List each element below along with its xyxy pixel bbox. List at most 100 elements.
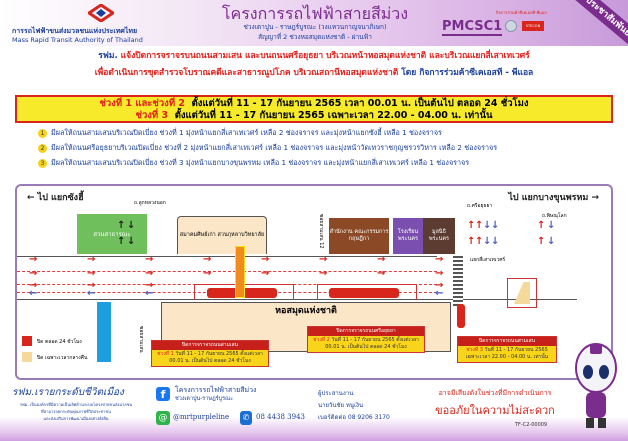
agency-name-en: Mass Rapid Transit Authority of Thailand (12, 36, 143, 44)
vision-text: รฟม. เป็นองค์กรที่มีความเป็นเลิศด้านระบบ… (2, 401, 150, 422)
closure-zone-night (507, 278, 537, 308)
road-edge-top (17, 256, 437, 257)
coordinator: ผู้ประสานงานนายวันชัย หนูเงินเบอร์ติดต่อ… (318, 388, 390, 424)
callout-title: ปิดการจราจรถนนสามเสน (458, 337, 556, 346)
vision-line: รฟม. เป็นองค์กรที่มีความเป็นเลิศด้านระบบ… (19, 402, 133, 407)
traffic-arrow-icon: ↓ (127, 236, 136, 247)
agency-name-th: การรถไฟฟ้าขนส่งมวลชนแห่งประเทศไทย (12, 27, 138, 35)
stecon-logo: STECON (522, 21, 544, 31)
soi12-label: ซอยสามเสน 12 (318, 214, 324, 249)
project-title: โครงการรถไฟฟ้าสายสีม่วง (221, 4, 409, 23)
callout-title: ปิดการจราจรถนนสามเสน (152, 341, 268, 350)
facebook-page-sub: ช่วงเตาปูน-ราษฎร์บูรณะ (175, 396, 234, 402)
traffic-arrow-icon: → (145, 280, 154, 291)
traffic-arrow-icon: → (29, 280, 38, 291)
foundation-building: มูลนิธิ พระนคร (423, 218, 455, 254)
facebook-page[interactable]: โครงการรถไฟฟ้าสายสีม่วง (175, 386, 257, 394)
legend-label-24h: ปิด ตลอด 24 ชั่วโมง (37, 339, 82, 345)
traffic-arrow-icon: → (145, 268, 154, 279)
road-label-phit: ถ.พิษณุโลก (542, 213, 567, 219)
traffic-arrow-icon: → (261, 254, 270, 265)
traffic-map: ← ไป แยกซังฮี้ ไป แยกบางขุนพรหม → สวนสาธ… (15, 184, 613, 380)
schedule-text: ตั้งแต่วันที่ 11 - 17 กันยายน 2565 เวลา … (191, 98, 529, 109)
traffic-arrow-icon: ↑ (475, 236, 484, 247)
traffic-arrow-icon: ↑ (537, 236, 546, 247)
closure-area-2 (329, 288, 399, 298)
road-label-sri: ถ.ศรีอยุธยา (467, 203, 493, 209)
callout-title: ปิดการจราจรถนนศรีอยุธยา (308, 327, 424, 336)
mascot-icon (572, 340, 620, 432)
traffic-arrow-icon: ← (145, 288, 154, 299)
callout-segment-2: ปิดการจราจรถนนศรีอยุธยาช่วงที่ 2 วันที่ … (307, 326, 425, 353)
headline-text1: แจ้งปิดการจราจรบนถนนสามเสน และบนถนนศรีอย… (120, 51, 530, 61)
direction-left: ← ไป แยกซังฮี้ (27, 193, 84, 203)
traffic-arrow-icon: → (87, 280, 96, 291)
station-box (235, 246, 245, 298)
headline-line2: เพื่อดำเนินการขุดสำรวจโบราณคดีและสาธารณู… (0, 65, 628, 79)
park-block: สวนสาธารณะ (77, 214, 147, 254)
schedule-label: ช่วงที่ 1 และช่วงที่ 2 (99, 98, 185, 109)
line-icon: @ (156, 411, 170, 425)
coordinator-name: นายวันชัย หนูเงิน (318, 402, 364, 409)
traffic-arrow-icon: → (29, 268, 38, 279)
schedule-label: ช่วงที่ 3 (135, 110, 169, 121)
legend-label-night: ปิด เฉพาะเวลากลางคืน (37, 355, 88, 361)
note-text: มีผลให้ถนนสามเสนบริเวณปิดเบี่ยง ช่วงที่ … (51, 128, 442, 137)
callout-text: วันที่ 11 - 17 กันยายน 2565 เฉพาะเวลา 22… (465, 347, 549, 360)
soi-left-label: ซอยสามเสน (138, 326, 144, 353)
traffic-arrow-icon: ↑ (467, 236, 476, 247)
legend-swatch-24h (22, 336, 32, 346)
callout-text: วันที่ 11 - 17 กันยายน 2565 ตั้งแต่เวลา … (325, 337, 419, 350)
alumni-building: สมาคมศิษย์เก่า สวนกุหลาบวิทยาลัย (177, 216, 267, 254)
traffic-arrow-icon: → (319, 268, 328, 279)
headline-prefix: รฟม. (98, 51, 118, 61)
note-number: 2 (38, 144, 47, 153)
traffic-arrow-icon: ↓ (483, 236, 492, 247)
office-building: สำนักงาน คณะกรรมการ กฤษฎีกา (329, 218, 389, 254)
traffic-arrow-icon: → (377, 254, 386, 265)
schedule-row-2: ช่วงที่ 3 ตั้งแต่วันที่ 11 - 17 กันยายน … (17, 110, 611, 122)
road-label-luk: ถ.ลูกหลวงนอก (134, 200, 166, 206)
traffic-arrow-icon: ← (87, 288, 96, 299)
junction-label: แยกสี่เสาเทเวศร์ (470, 257, 506, 263)
callout-seg: ช่วงที่ 1 (157, 351, 174, 357)
noise-warning: อาจมีเสียงดังในช่วงที่มีการดำเนินการ (438, 389, 552, 397)
traffic-arrow-icon: ← (29, 288, 38, 299)
traffic-arrow-icon: → (261, 268, 270, 279)
road-edge-bottom (17, 299, 577, 300)
traffic-arrow-icon: → (87, 268, 96, 279)
line-id[interactable]: @mrtpurpleline (173, 413, 230, 421)
document-code: TF-C2-00009 (515, 422, 548, 428)
apology: ขออภัยในความไม่สะดวก (435, 404, 555, 417)
headline-text2: เพื่อดำเนินการขุดสำรวจโบราณคดีและสาธารณู… (94, 68, 399, 78)
traffic-arrow-icon: → (87, 254, 96, 265)
traffic-arrow-icon: ↓ (547, 236, 556, 247)
traffic-arrow-icon: ↓ (483, 220, 492, 231)
footer (0, 380, 628, 441)
traffic-arrow-icon: → (319, 254, 328, 265)
traffic-arrow-icon: → (145, 254, 154, 265)
traffic-arrow-icon: ↑ (537, 220, 546, 231)
note-number: 3 (38, 159, 47, 168)
school-building: โรงเรียน พระนคร (393, 218, 423, 254)
traffic-arrow-icon: ↓ (127, 220, 136, 231)
traffic-arrow-icon: ↓ (547, 220, 556, 231)
traffic-arrow-icon: → (435, 280, 444, 291)
contract-subtitle: สัญญาที่ 2 ช่วงหอสมุดแห่งชาติ - ผ่านฟ้า (258, 33, 372, 41)
traffic-arrow-icon: ↓ (491, 236, 500, 247)
traffic-arrow-icon: ↓ (491, 220, 500, 231)
schedule-box: ช่วงที่ 1 และช่วงที่ 2 ตั้งแต่วันที่ 11 … (15, 95, 613, 123)
schedule-row-1: ช่วงที่ 1 และช่วงที่ 2 ตั้งแต่วันที่ 11 … (17, 98, 611, 110)
traffic-arrow-icon: ↑ (117, 236, 126, 247)
callout-segment-1: ปิดการจราจรถนนสามเสนช่วงที่ 1 วันที่ 11 … (151, 340, 269, 367)
crosswalk (453, 256, 463, 306)
traffic-arrow-icon: → (435, 254, 444, 265)
traffic-arrow-icon: ↑ (117, 220, 126, 231)
mrta-logo-icon (86, 3, 116, 23)
traffic-arrow-icon: → (377, 268, 386, 279)
facebook-icon: f (156, 387, 170, 401)
phone-number: 08 4438 3943 (256, 413, 305, 421)
